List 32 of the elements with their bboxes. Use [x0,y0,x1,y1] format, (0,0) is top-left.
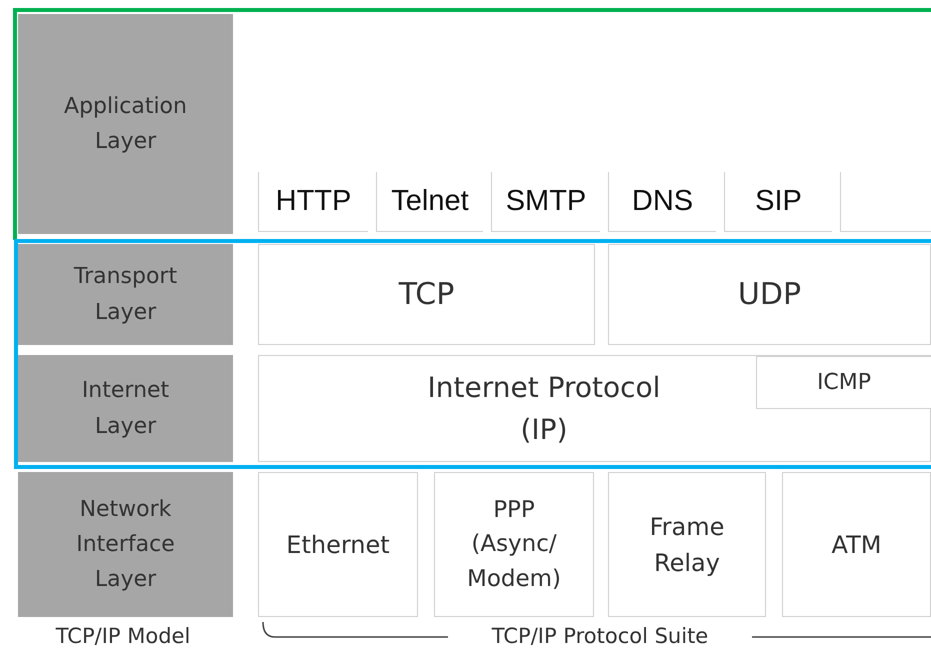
protocol-name: HTTP [276,184,352,219]
protocol-box [258,472,418,617]
protocol-box [608,472,766,617]
layer-box [18,244,233,345]
layer-name: Application Layer [63,92,188,156]
layer-box [18,355,233,462]
protocol-name: DNS [632,184,694,219]
protocol-name: Telnet [391,184,469,219]
bracket-label: TCP/IP Protocol Suite [490,624,710,648]
protocol-name: Ethernet [286,530,390,560]
layer-name: Network Interface Layer [75,496,176,594]
protocol-box [258,355,931,462]
model-caption: TCP/IP Model [54,624,192,648]
protocol-box [608,244,931,345]
protocol-box [782,472,931,617]
protocol-name: PPP (Async/ Modem) [466,496,562,594]
protocol-name: TCP [398,276,454,314]
protocol-box [258,244,595,345]
protocol-box [434,472,594,617]
protocol-name: SMTP [506,184,586,219]
layer-name: Internet Layer [80,377,170,440]
empty-protocol-box [840,172,931,232]
protocol-name: UDP [738,276,802,314]
protocol-name: ICMP [816,369,872,397]
layer-name: Transport Layer [72,263,178,326]
protocol-name: Frame Relay [648,512,726,578]
protocol-name: ATM [832,530,882,560]
layer-box [18,14,233,234]
protocol-name: Internet Protocol (IP) [426,370,662,448]
layer-box [18,472,233,617]
protocol-box [756,356,931,409]
protocol-name: SIP [755,184,802,219]
